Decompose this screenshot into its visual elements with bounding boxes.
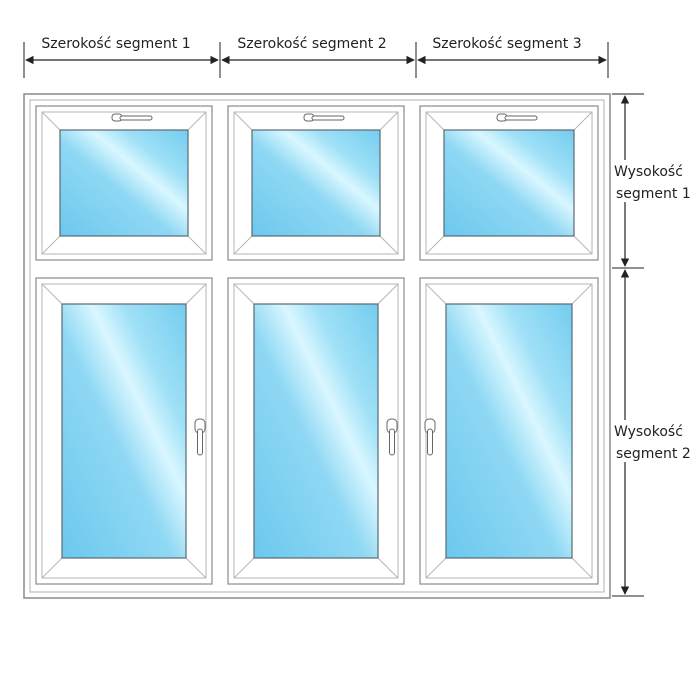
pane-r2-c3 bbox=[419, 277, 599, 585]
window-panes bbox=[35, 105, 599, 585]
mitre-br bbox=[185, 557, 207, 579]
handle-lever-icon bbox=[389, 428, 395, 456]
mitre-tl bbox=[425, 111, 445, 131]
mitre-tl bbox=[425, 283, 447, 305]
mitre-br bbox=[573, 235, 593, 255]
width-label-3: Szerokość segment 3 bbox=[432, 36, 581, 52]
handle-lever-icon bbox=[504, 115, 538, 121]
height-label-2-bg bbox=[614, 420, 696, 462]
mitre-tr bbox=[185, 283, 207, 305]
width-label-1: Szerokość segment 1 bbox=[41, 36, 190, 52]
mitre-tr bbox=[573, 111, 593, 131]
height-label-2-line1: Wysokość bbox=[614, 424, 683, 440]
mitre-bl bbox=[233, 235, 253, 255]
glass bbox=[59, 129, 189, 237]
height-label-1-line1: Wysokość bbox=[614, 164, 683, 180]
glass bbox=[253, 303, 379, 559]
handle-lever-icon bbox=[311, 115, 345, 121]
pane-r1-c2 bbox=[227, 105, 405, 261]
glass bbox=[445, 303, 573, 559]
glass bbox=[251, 129, 381, 237]
mitre-bl bbox=[425, 557, 447, 579]
glass bbox=[61, 303, 187, 559]
mitre-br bbox=[379, 235, 399, 255]
mitre-tl bbox=[41, 111, 61, 131]
mitre-bl bbox=[425, 235, 445, 255]
mitre-tl bbox=[41, 283, 63, 305]
pane-r1-c1 bbox=[35, 105, 213, 261]
width-dimensions: Szerokość segment 1 Szerokość segment 2 … bbox=[23, 36, 609, 78]
handle-lever-icon bbox=[197, 428, 203, 456]
width-label-2: Szerokość segment 2 bbox=[237, 36, 386, 52]
height-label-1-line2: segment 1 bbox=[616, 186, 691, 202]
mitre-tl bbox=[233, 111, 253, 131]
glass bbox=[443, 129, 575, 237]
mitre-bl bbox=[41, 557, 63, 579]
mitre-bl bbox=[233, 557, 255, 579]
mitre-tr bbox=[187, 111, 207, 131]
pane-r1-c3 bbox=[419, 105, 599, 261]
mitre-br bbox=[377, 557, 399, 579]
mitre-br bbox=[571, 557, 593, 579]
mitre-bl bbox=[41, 235, 61, 255]
mitre-tr bbox=[571, 283, 593, 305]
handle-lever-icon bbox=[119, 115, 153, 121]
height-dimensions: Wysokość segment 1 Wysokość segment 2 bbox=[612, 93, 696, 597]
mitre-br bbox=[187, 235, 207, 255]
height-label-2-line2: segment 2 bbox=[616, 446, 691, 462]
mitre-tl bbox=[233, 283, 255, 305]
pane-r2-c2 bbox=[227, 277, 405, 585]
height-label-1-bg bbox=[614, 160, 696, 202]
handle-lever-icon bbox=[427, 428, 433, 456]
mitre-tr bbox=[379, 111, 399, 131]
mitre-tr bbox=[377, 283, 399, 305]
pane-r2-c1 bbox=[35, 277, 213, 585]
